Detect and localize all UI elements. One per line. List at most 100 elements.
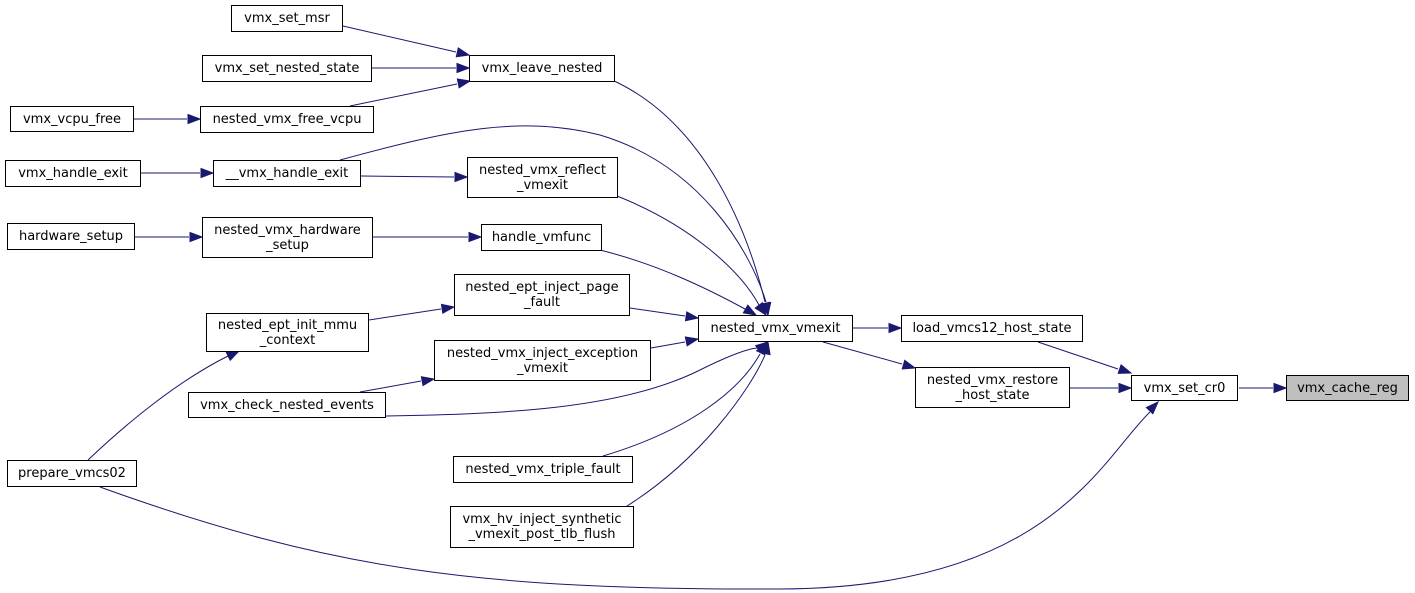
arrowhead-icon — [420, 376, 436, 387]
node-label: nested_vmx_hardware — [214, 222, 361, 238]
arrowhead-icon — [225, 350, 241, 362]
edge-line — [99, 411, 1151, 590]
graph-node-load-vmcs12-host-state[interactable]: load_vmcs12_host_state — [901, 315, 1083, 342]
arrowhead-icon — [200, 167, 215, 179]
call-edge-vmx_vcpu_free-to-nested_vmx_free_vcpu — [134, 113, 202, 125]
call-edge-nested_ept_inject_page_fault-to-nested_vmx_vmexit — [629, 307, 700, 322]
node-label: vmx_set_nested_state — [214, 61, 360, 76]
node-label: handle_vmfunc — [491, 230, 592, 245]
node-label: nested_ept_inject_page — [465, 280, 619, 295]
node-label: _vmexit — [516, 177, 569, 193]
call-edge-vmx_set_cr0-to-vmx_cache_reg — [1239, 382, 1288, 394]
graph-node-nested-ept-init-mmu-context[interactable]: nested_ept_init_mmu_context — [206, 313, 369, 352]
edge-line — [87, 355, 229, 461]
arrowhead-icon — [440, 303, 456, 315]
edge-line — [359, 380, 422, 393]
call-edge-nested_vmx_restore_host_state-to-vmx_set_cr0 — [1070, 382, 1133, 394]
call-edge-__vmx_handle_exit-to-nested_vmx_reflect_vmexit — [360, 171, 469, 183]
node-label: vmx_hv_inject_synthetic — [462, 512, 622, 527]
call-edge-load_vmcs12_host_state-to-vmx_set_cr0 — [1037, 341, 1133, 374]
graph-node-nested-vmx-restore-host-state[interactable]: nested_vmx_restore_host_state — [915, 367, 1070, 408]
node-label: _fault — [524, 295, 560, 310]
edge-line — [616, 195, 760, 306]
arrowhead-icon — [456, 62, 471, 74]
graph-node-vmx-vcpu-free[interactable]: vmx_vcpu_free — [10, 106, 134, 132]
call-edge-vmx_leave_nested-to-nested_vmx_vmexit — [611, 79, 771, 317]
node-label: vmx_set_msr — [244, 11, 330, 26]
arrowhead-icon — [456, 78, 472, 89]
node-label: nested_vmx_inject_exception — [446, 345, 639, 361]
graph-node-vmx-handle-exit[interactable]: __vmx_handle_exit — [213, 160, 361, 187]
call-edge-prepare_vmcs02-to-vmx_set_cr0 — [99, 400, 1159, 590]
graph-node-hardware-setup[interactable]: hardware_setup — [7, 223, 135, 250]
graph-node-prepare-vmcs02[interactable]: prepare_vmcs02 — [7, 460, 137, 487]
arrowhead-icon — [189, 231, 204, 243]
edge-line — [599, 249, 746, 310]
graph-node-nested-vmx-free-vcpu[interactable]: nested_vmx_free_vcpu — [200, 106, 374, 133]
edge-line — [629, 307, 686, 317]
call-edge-vmx_set_nested_state-to-vmx_leave_nested — [372, 62, 471, 74]
graph-node-vmx-handle-exit[interactable]: vmx_handle_exit — [5, 160, 141, 187]
node-label: nested_ept_init_mmu — [217, 317, 358, 333]
graph-node-vmx-set-msr[interactable]: vmx_set_msr — [231, 5, 343, 32]
arrowhead-icon — [760, 301, 772, 317]
node-label: _context — [259, 332, 316, 348]
node-label: load_vmcs12_host_state — [912, 321, 1072, 336]
graph-node-nested-ept-inject-page-fault[interactable]: nested_ept_inject_page_fault — [454, 274, 630, 316]
node-label: vmx_leave_nested — [481, 61, 603, 76]
edge-line — [611, 79, 766, 303]
call-edge-nested_vmx_vmexit-to-load_vmcs12_host_state — [853, 322, 903, 334]
node-label: vmx_handle_exit — [18, 166, 128, 181]
graph-node-vmx-set-cr0[interactable]: vmx_set_cr0 — [1131, 375, 1238, 401]
arrowhead-icon — [888, 322, 903, 334]
arrowhead-icon — [760, 340, 771, 356]
graph-node-vmx-hv-inject-synthetic-vmexit-post-tlb-flush[interactable]: vmx_hv_inject_synthetic_vmexit_post_tlb_… — [450, 506, 634, 548]
edge-line — [1037, 341, 1119, 370]
arrowhead-icon — [684, 311, 700, 322]
call-edge-vmx_check_nested_events-to-nested_vmx_inject_exception_vmexit — [359, 376, 436, 393]
graph-node-vmx-set-nested-state[interactable]: vmx_set_nested_state — [202, 55, 372, 82]
arrowhead-icon — [1118, 382, 1133, 394]
node-label: _setup — [266, 237, 309, 253]
arrowhead-icon — [454, 171, 469, 183]
node-label: nested_vmx_triple_fault — [465, 462, 621, 477]
edge-line — [339, 125, 767, 303]
edge-line — [650, 341, 686, 349]
graph-node-nested-vmx-hardware-setup[interactable]: nested_vmx_hardware_setup — [202, 217, 373, 258]
node-label: _host_state — [955, 387, 1030, 403]
node-label: _vmexit_post_tlb_flush — [468, 527, 616, 542]
node-label: _vmexit — [516, 360, 569, 376]
node-label: vmx_cache_reg — [1297, 380, 1398, 396]
call-edge-vmx_handle_exit-to-__vmx_handle_exit — [141, 167, 215, 179]
call-edge-nested_vmx_vmexit-to-nested_vmx_restore_host_state — [822, 341, 917, 370]
edge-line — [342, 25, 457, 53]
node-label: hardware_setup — [18, 229, 124, 244]
call-edge-nested_vmx_reflect_vmexit-to-nested_vmx_vmexit — [616, 195, 767, 317]
edge-line — [368, 308, 442, 321]
arrowhead-icon — [187, 113, 202, 125]
graph-node-nested-vmx-vmexit[interactable]: nested_vmx_vmexit — [698, 315, 853, 342]
arrowhead-icon — [468, 231, 483, 243]
edge-line — [385, 347, 759, 417]
call-edge-vmx_set_msr-to-vmx_leave_nested — [342, 25, 471, 58]
edge-line — [349, 83, 458, 107]
call-edge-nested_vmx_hardware_setup-to-handle_vmfunc — [373, 231, 483, 243]
graph-node-nested-vmx-reflect-vmexit[interactable]: nested_vmx_reflect_vmexit — [467, 157, 618, 198]
arrowhead-icon — [901, 359, 917, 370]
node-label: vmx_set_cr0 — [1143, 380, 1226, 396]
edge-line — [822, 341, 903, 365]
call-edge-nested_vmx_inject_exception_vmexit-to-nested_vmx_vmexit — [650, 336, 700, 349]
graph-node-nested-vmx-triple-fault[interactable]: nested_vmx_triple_fault — [453, 456, 633, 483]
node-label: prepare_vmcs02 — [18, 466, 126, 481]
graph-node-vmx-check-nested-events[interactable]: vmx_check_nested_events — [188, 392, 386, 418]
call-edge-handle_vmfunc-to-nested_vmx_vmexit — [599, 249, 758, 316]
call-edge-nested_vmx_free_vcpu-to-vmx_leave_nested — [349, 78, 472, 107]
graph-node-vmx-leave-nested[interactable]: vmx_leave_nested — [469, 55, 615, 82]
call-edge-nested_ept_init_mmu_context-to-nested_ept_inject_page_fault — [368, 303, 456, 321]
arrowhead-icon — [754, 301, 767, 317]
graph-node-handle-vmfunc[interactable]: handle_vmfunc — [481, 224, 602, 251]
call-edge-hardware_setup-to-nested_vmx_hardware_setup — [135, 231, 204, 243]
graph-node-nested-vmx-inject-exception-vmexit[interactable]: nested_vmx_inject_exception_vmexit — [434, 340, 651, 381]
node-label: vmx_vcpu_free — [22, 111, 121, 127]
